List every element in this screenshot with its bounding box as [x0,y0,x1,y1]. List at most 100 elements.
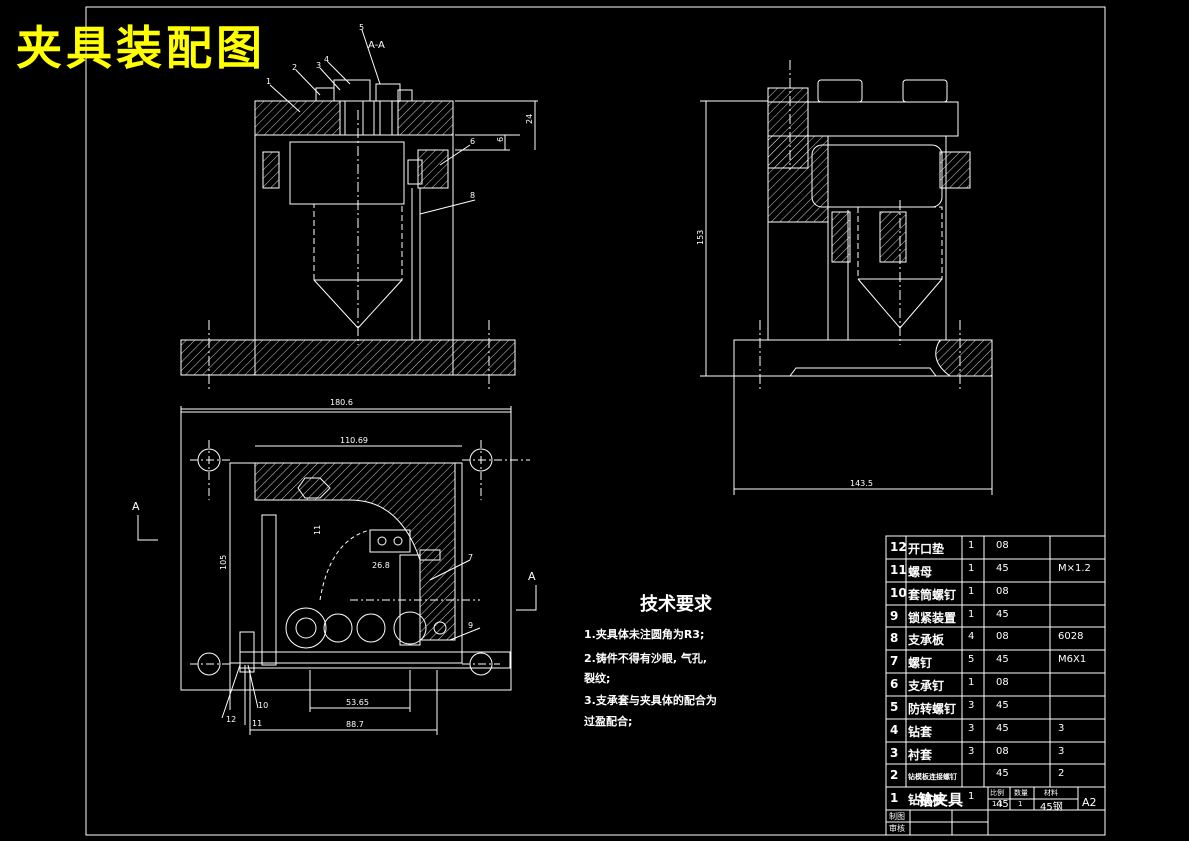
bom-name: 钻模板连接螺钉 [908,773,957,781]
title-block-material-label: 材料 [1044,789,1058,797]
bom-name: 防转螺钉 [908,702,957,716]
leader-7: 7 [468,553,473,562]
bom-row: 8 支承板 4 08 6028 [886,627,1105,650]
section-marker-right: A [528,570,536,583]
bom-no: 3 [890,746,899,760]
bom-note: M×1.2 [1058,563,1091,574]
bom-row: 4 钻套 3 45 3 [886,719,1105,742]
drawing-border [85,6,1106,836]
bom-material: 45 [996,563,1009,574]
tech-requirement-line: 1.夹具体未注圆角为R3; [584,628,705,641]
dim-110-69: 110.69 [340,436,368,445]
bom-material: 08 [996,677,1009,688]
bom-no: 9 [890,609,899,623]
bom-no: 11 [890,563,907,577]
tech-requirement-line: 裂纹; [584,672,611,685]
bom-material: 45 [996,723,1009,734]
title-block-name: 钻夹具 [918,791,964,809]
title-block-qty-label: 数量 [1014,789,1028,797]
title-block-qty: 1 [1018,800,1023,808]
bom-material: 08 [996,540,1009,551]
section-marker-left: A [132,500,140,513]
dim-53-65: 53.65 [346,698,369,707]
bom-qty: 1 [968,540,975,551]
leader-3: 3 [316,61,321,70]
drawing-title: 夹具装配图 [16,21,266,75]
bom-row: 5 防转螺钉 3 45 [886,696,1105,719]
bom-qty: 3 [968,723,975,734]
dim-24: 24 [525,114,534,124]
bom-no: 1 [890,791,899,805]
leader-2: 2 [292,63,297,72]
tech-requirement-line: 3.支承套与夹具体的配合为 [584,694,717,707]
bom-no: 5 [890,700,899,714]
bom-name: 套筒螺钉 [908,588,957,602]
title-block-scale: 1:1 [992,800,1004,808]
bom-qty: 5 [968,654,975,665]
bom-name: 钻套 [908,725,933,739]
dim-88-7: 88.7 [346,720,364,729]
bom-row: 7 螺钉 5 45 M6X1 [886,650,1105,673]
dim-105: 105 [219,555,228,570]
bom-name: 衬套 [908,748,933,762]
leader-5: 5 [359,23,364,32]
bom-material: 45 [996,654,1009,665]
title-block-checked-label: 审核 [889,824,905,833]
leader-8: 8 [470,191,475,200]
leader-9: 9 [468,621,473,630]
side-view [700,60,993,495]
bom-qty: 1 [968,609,975,620]
bom-material: 08 [996,586,1009,597]
bom-qty: 4 [968,631,975,642]
leader-6: 6 [470,137,475,146]
bom-qty: 1 [968,563,975,574]
bom-name: 开口垫 [908,542,945,556]
bom-name: 螺母 [908,565,933,579]
bom-name: 锁紧装置 [908,611,957,625]
bom-row: 9 锁紧装置 1 45 [886,605,1105,628]
title-block-drawn-label: 制图 [889,812,905,821]
tech-requirements-title: 技术要求 [640,594,712,615]
bom-name: 支承板 [908,633,945,647]
bom-row: 6 支承钉 1 08 [886,673,1105,696]
bom-name: 钻模板 [908,793,945,807]
bom-qty: 3 [968,746,975,757]
front-view [180,29,538,392]
bom-row: 10 套筒螺钉 1 08 [886,582,1105,605]
bom-no: 8 [890,631,899,645]
bom-material: 45 [996,768,1009,779]
bom-no: 2 [890,768,899,782]
bom-name: 螺钉 [908,656,933,670]
title-block-scale-label: 比例 [990,789,1004,797]
bom-no: 4 [890,723,899,737]
bom-row: 2 钻模板连接螺钉 45 2 [886,764,1105,787]
bom-material: 45 [996,700,1009,711]
bom-no: 7 [890,654,899,668]
top-view [137,406,537,735]
leader-1: 1 [266,77,271,86]
tech-requirement-line: 过盈配合; [584,715,633,728]
dim-6: 6 [496,137,505,142]
bom-qty: 1 [968,791,975,802]
title-block-sheet: A2 [1082,796,1097,809]
bom-row: 1 钻模板 1 45 [886,787,1105,810]
title-block-material: 45钢 [1040,802,1063,813]
bom-material: 08 [996,631,1009,642]
bom-material: 45 [996,609,1009,620]
bom-no: 12 [890,540,907,554]
bom-table-grid [885,535,1106,836]
leader-10: 10 [258,701,268,710]
leader-11: 11 [252,719,262,728]
section-label: A-A [368,40,385,51]
bom-note: 6028 [1058,631,1084,642]
bom-note: 3 [1058,746,1065,757]
dim-143-5: 143.5 [850,479,873,488]
bom-row: 11 螺母 1 45 M×1.2 [886,559,1105,582]
bom-row: 3 衬套 3 08 3 [886,742,1105,765]
bom-qty: 1 [968,677,975,688]
bom-no: 10 [890,586,907,600]
dim-26-8: 26.8 [372,561,390,570]
bom-material: 08 [996,746,1009,757]
bom-note: 2 [1058,768,1065,779]
